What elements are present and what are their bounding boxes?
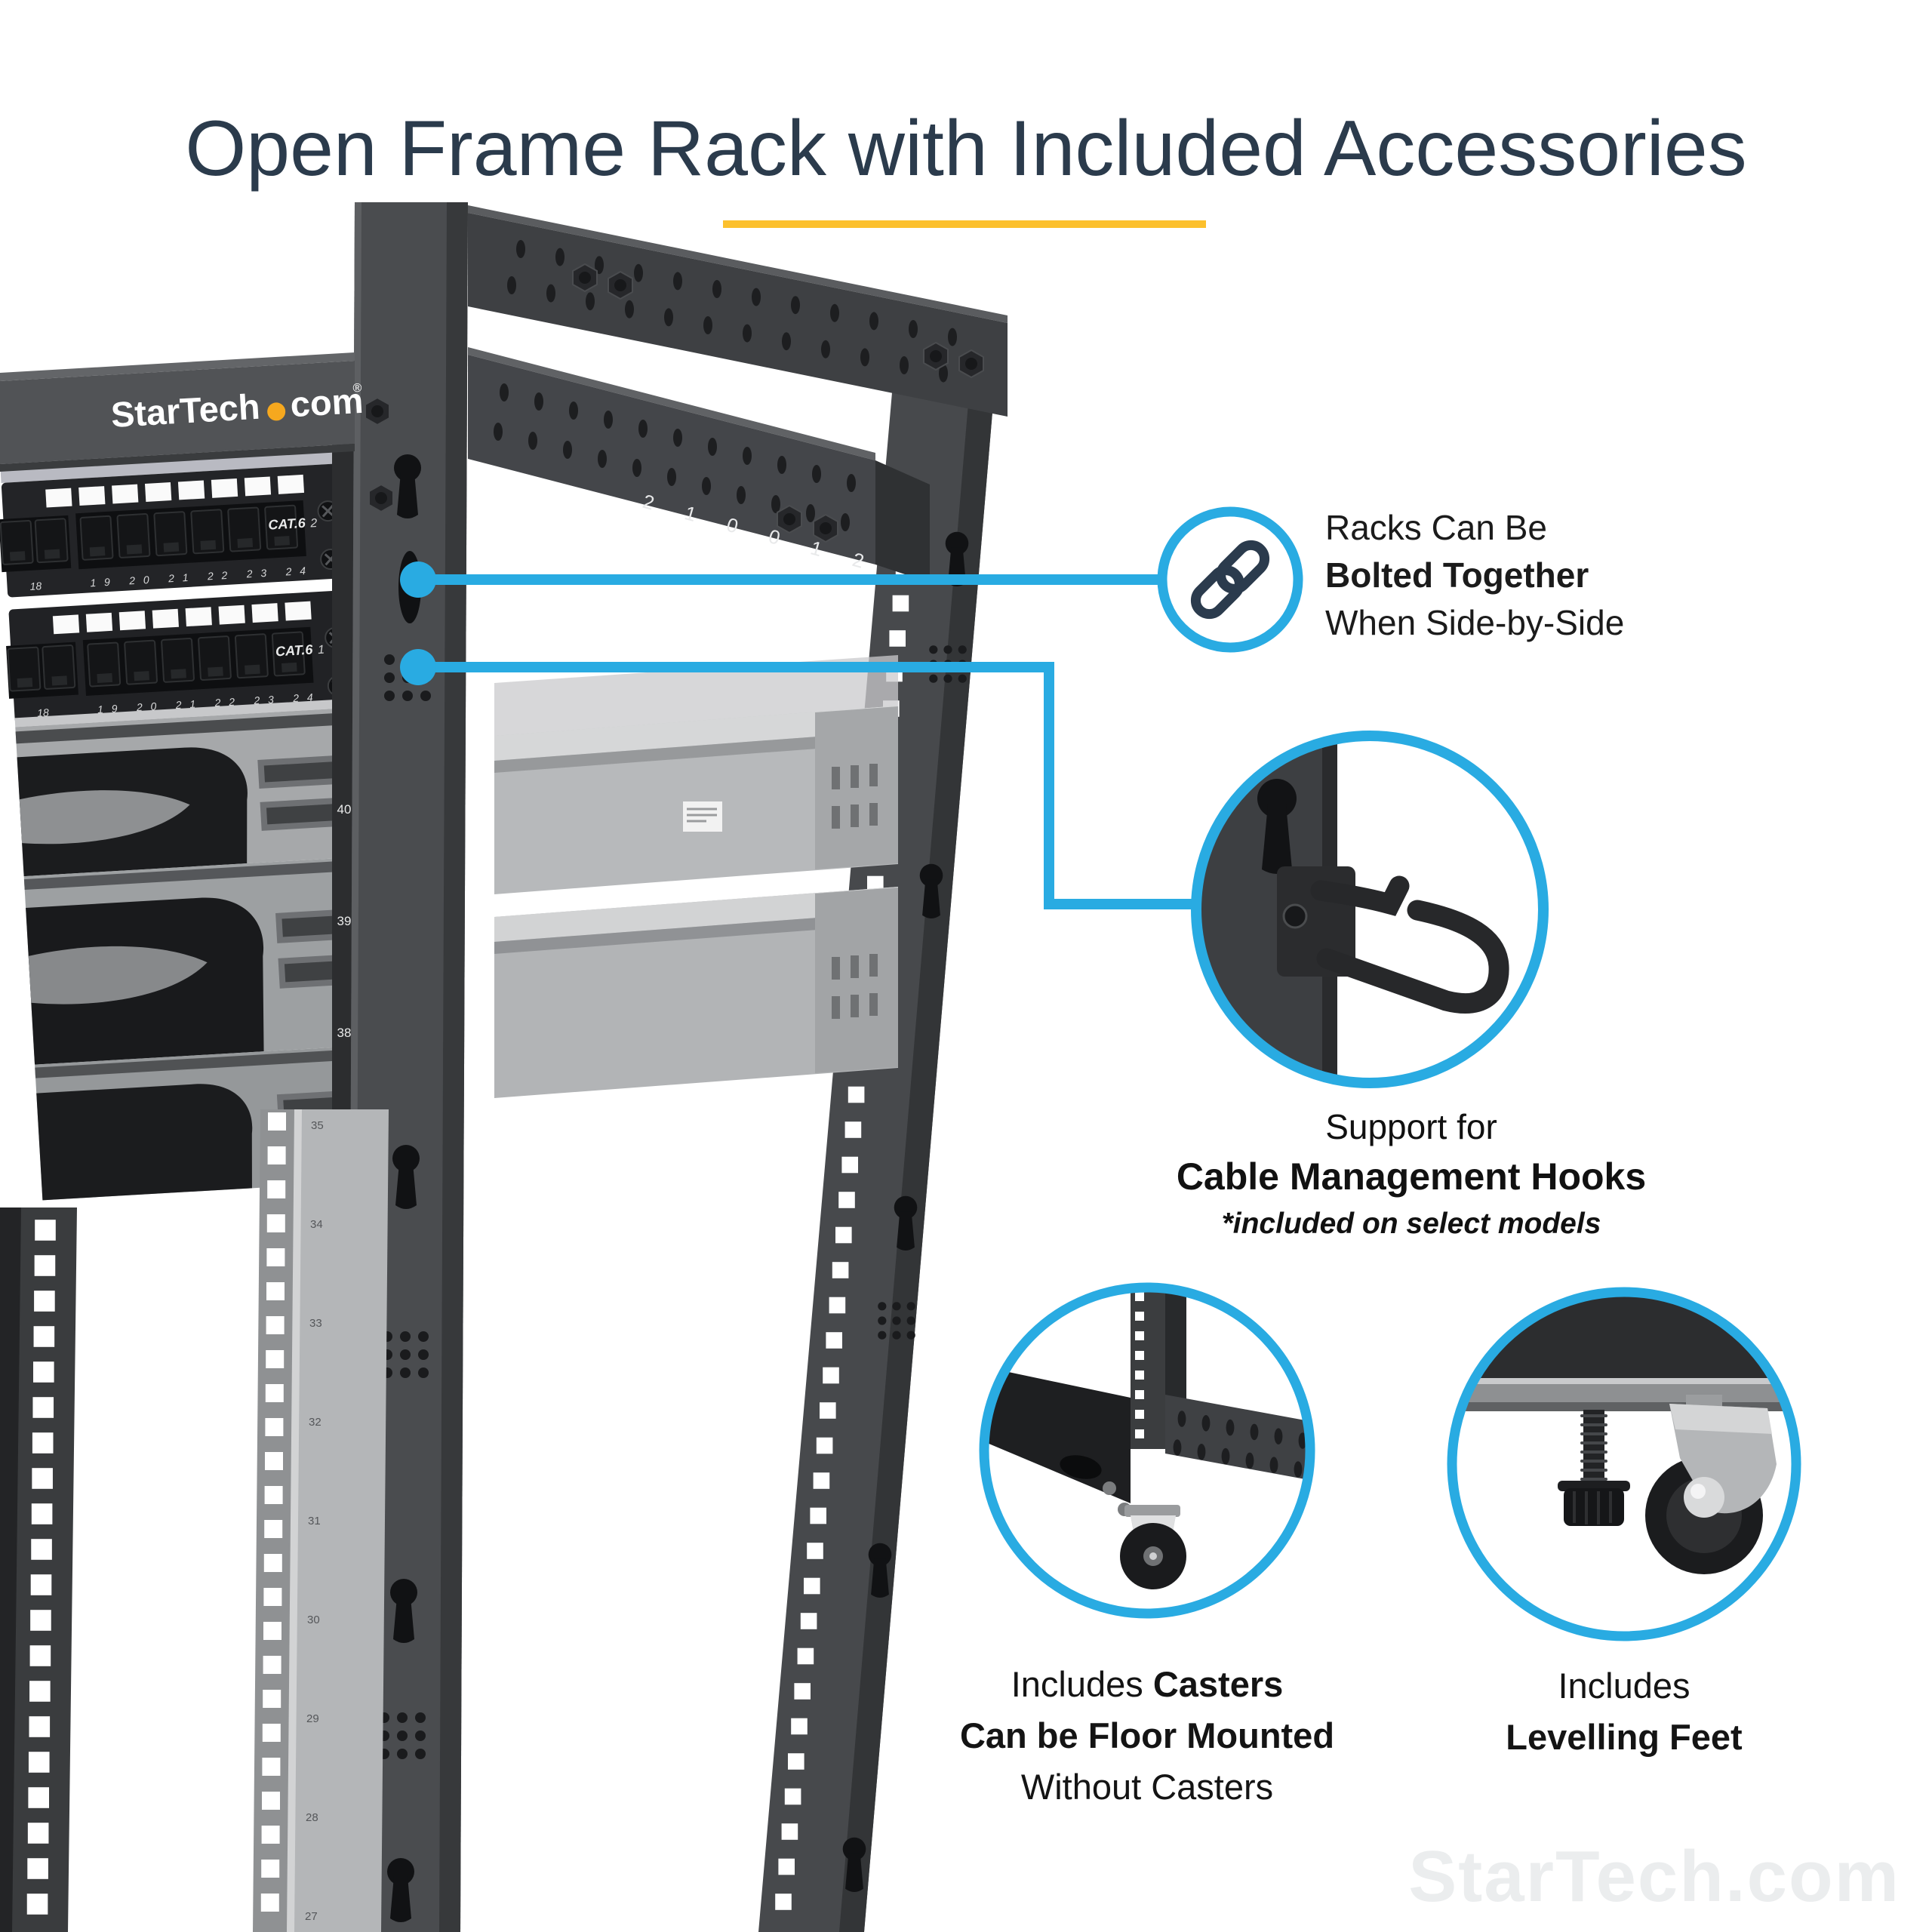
hooks-line-3: *included on select models xyxy=(1221,1208,1601,1240)
logo-dot xyxy=(267,402,286,421)
callout-bolted-text: Racks Can Be Bolted Together When Side-b… xyxy=(1325,504,1899,647)
rack-logo-prefix: StarTech xyxy=(110,386,261,435)
cat6-index-1: 2 xyxy=(309,517,318,531)
bolted-badge xyxy=(1157,506,1303,653)
rack-rear-post xyxy=(758,323,1000,1932)
feet-badge xyxy=(1447,1287,1801,1641)
port-number-18-row2: 18 xyxy=(37,706,50,719)
open-frame-rack: 2 1 0 0 1 2 xyxy=(0,202,1008,1932)
casters-line-1: Includes Casters xyxy=(860,1659,1434,1710)
rail-number: 34 xyxy=(310,1218,323,1231)
casters-badge xyxy=(979,1282,1315,1619)
title-underline xyxy=(723,220,1206,228)
casters-line-3: Without Casters xyxy=(1020,1767,1274,1807)
rail-number: 33 xyxy=(309,1317,322,1330)
connector-dot-2 xyxy=(400,649,436,685)
bolted-line-2: Bolted Together xyxy=(1325,555,1589,595)
connector-line-bolted xyxy=(418,574,1159,585)
casters-line-2: Can be Floor Mounted xyxy=(959,1715,1335,1755)
server-1 xyxy=(15,707,367,877)
caption-feet: Includes Levelling Feet xyxy=(1337,1660,1911,1763)
brand-watermark: StarTech.com xyxy=(1408,1836,1900,1917)
rack-base-rails: 35 34 33 32 31 30 29 28 27 xyxy=(0,1109,389,1932)
rack-top-beam xyxy=(468,205,1008,417)
cat6-label-1: CAT.6 xyxy=(268,515,306,533)
feet-line-1: Includes xyxy=(1558,1666,1690,1706)
rail-number: 30 xyxy=(307,1614,320,1626)
rail-number: 31 xyxy=(308,1515,321,1527)
callout-connectors xyxy=(400,561,1198,909)
rack-equipment: CAT.6 2 18 19 20 21 22 23 24 CAT.6 1 xyxy=(0,441,386,1201)
casters-line-1-normal: Includes xyxy=(1011,1664,1153,1704)
unit-number: 39 xyxy=(337,914,352,928)
caption-casters: Includes Casters Can be Floor Mounted Wi… xyxy=(860,1659,1434,1813)
patch-panel-1: CAT.6 2 18 19 20 21 22 23 24 xyxy=(0,463,351,598)
rack-logo-beam: StarTech com ® xyxy=(0,352,394,512)
feet-caster-wheel xyxy=(1645,1395,1777,1574)
hooks-line-2: Cable Management Hooks xyxy=(1176,1155,1647,1198)
registered-mark: ® xyxy=(352,382,362,395)
cat6-label-2: CAT.6 xyxy=(275,642,314,660)
caster-wheel xyxy=(1120,1505,1186,1589)
bolted-line-3: When Side-by-Side xyxy=(1325,603,1625,642)
hooks-line-1: Support for xyxy=(1325,1107,1497,1146)
rail-number: 29 xyxy=(306,1712,319,1725)
rack-server-rails xyxy=(494,655,898,1098)
rail-number: 28 xyxy=(306,1811,318,1824)
rail-number: 27 xyxy=(305,1910,318,1923)
chain-link-icon xyxy=(1190,540,1270,620)
page-title: Open Frame Rack with Included Accessorie… xyxy=(185,105,1747,192)
levelling-foot xyxy=(1558,1410,1630,1526)
unit-number: 40 xyxy=(337,802,352,817)
cat6-index-2: 1 xyxy=(318,644,325,657)
unit-number: 38 xyxy=(337,1026,352,1040)
rail-sticker xyxy=(683,801,722,832)
rack-logo: StarTech com ® xyxy=(110,380,365,435)
port-number-18-row1: 18 xyxy=(29,580,42,592)
connector-dot-1 xyxy=(400,561,436,598)
rail-number: 35 xyxy=(311,1119,324,1132)
hooks-badge xyxy=(1191,731,1549,1088)
rail-number: 32 xyxy=(309,1416,321,1429)
connector-line-hooks xyxy=(418,662,1198,909)
casters-line-1-bold: Casters xyxy=(1152,1664,1284,1704)
patch-panel-2: CAT.6 1 18 19 20 21 22 23 24 xyxy=(6,589,358,724)
rack-logo-suffix: com xyxy=(289,380,365,424)
callout-hooks-text: Support for Cable Management Hooks *incl… xyxy=(1147,1103,1675,1245)
bolted-line-1: Racks Can Be xyxy=(1325,508,1548,547)
feet-line-2: Levelling Feet xyxy=(1506,1717,1743,1757)
server-2 xyxy=(23,856,378,1065)
cable-hook xyxy=(1310,875,1509,1014)
